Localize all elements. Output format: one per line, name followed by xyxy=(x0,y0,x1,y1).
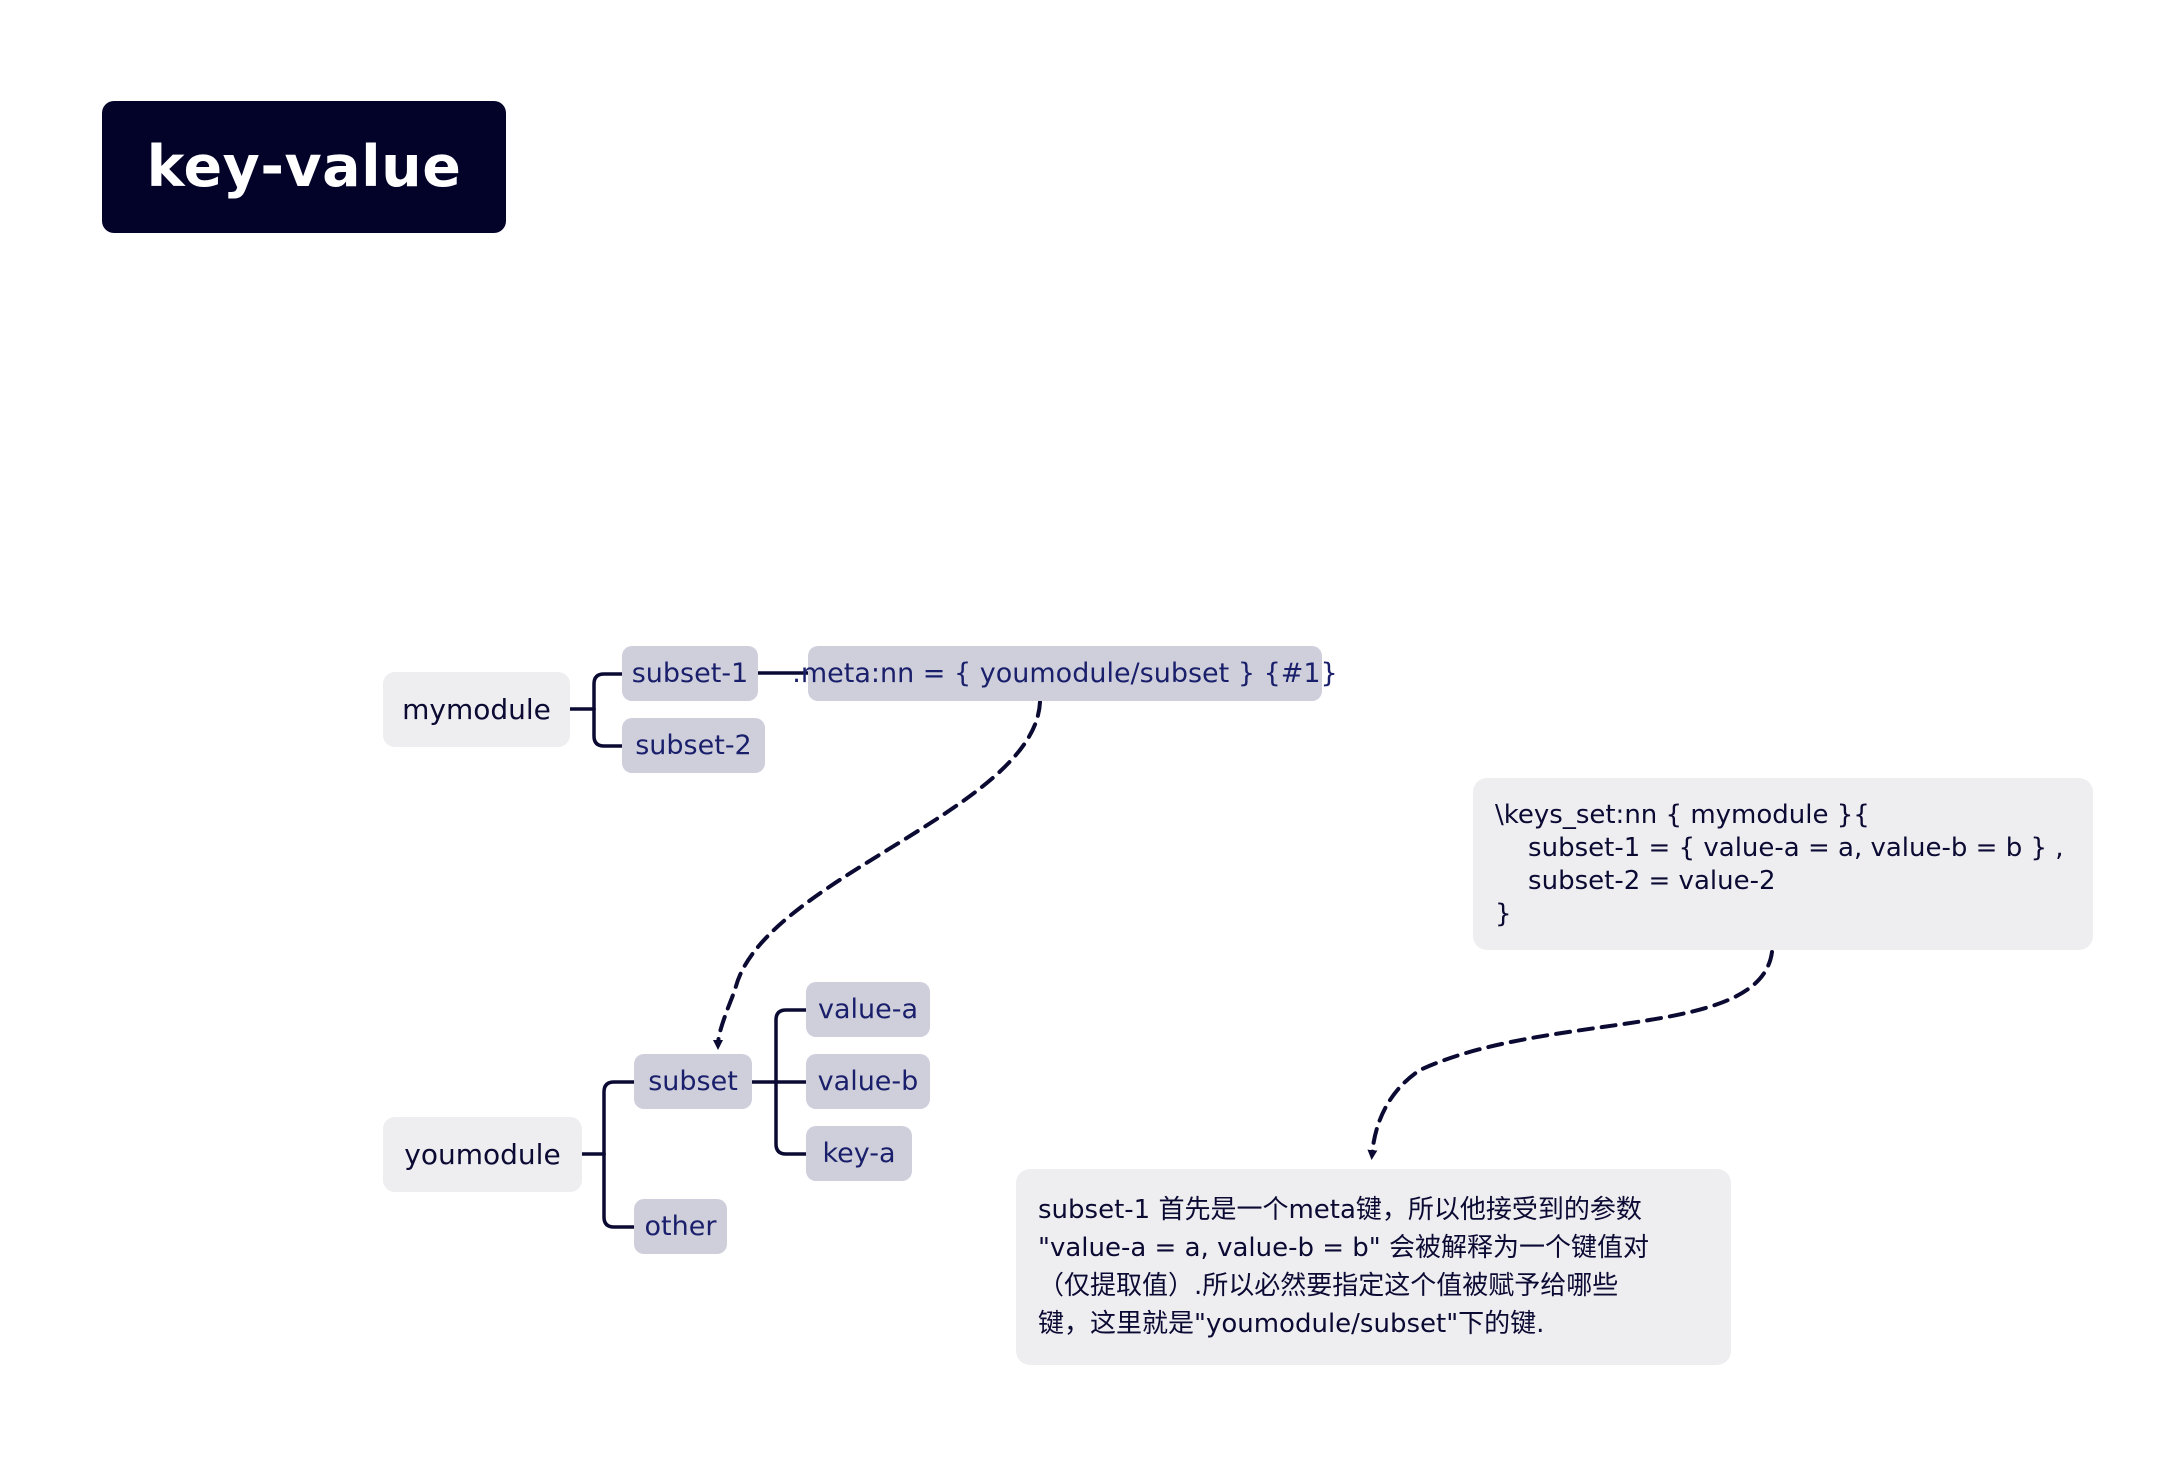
node-youmodule-label: youmodule xyxy=(404,1138,561,1171)
connector-subset-key-a xyxy=(774,1080,808,1156)
node-youmodule[interactable]: youmodule xyxy=(383,1117,582,1192)
node-value-a[interactable]: value-a xyxy=(806,982,930,1037)
connector-subset-value-a xyxy=(774,1008,808,1084)
relationship-code-to-explain xyxy=(1367,950,1774,1160)
node-subset[interactable]: subset xyxy=(634,1054,752,1109)
code-note-line: subset-2 = value-2 xyxy=(1495,866,1776,896)
node-subset-2-label: subset-2 xyxy=(635,730,752,761)
code-note-line: \keys_set:nn { mymodule }{ xyxy=(1495,800,1870,830)
node-key-a-label: key-a xyxy=(822,1138,896,1169)
explain-note-line: "value-a = a, value-b = b" 会被解释为一个键值对 xyxy=(1038,1233,1650,1263)
connector-youmodule-other xyxy=(602,1152,636,1229)
node-subset-label: subset xyxy=(648,1066,738,1097)
code-note[interactable]: \keys_set:nn { mymodule }{ subset-1 = { … xyxy=(1473,778,2093,950)
node-value-b[interactable]: value-b xyxy=(806,1054,930,1109)
node-meta[interactable]: .meta:nn = { youmodule/subset } {#1} xyxy=(792,646,1338,701)
node-value-b-label: value-b xyxy=(817,1066,919,1097)
node-subset-1-label: subset-1 xyxy=(631,658,749,689)
node-subset-2[interactable]: subset-2 xyxy=(622,718,765,773)
connector-youmodule-subset xyxy=(602,1080,636,1156)
explain-note-line: 键，这里就是"youmodule/subset"下的键. xyxy=(1038,1309,1545,1339)
explain-note-line: subset-1 首先是一个meta键，所以他接受到的参数 xyxy=(1038,1195,1642,1225)
node-other[interactable]: other xyxy=(634,1199,727,1254)
explain-note[interactable]: subset-1 首先是一个meta键，所以他接受到的参数 "value-a =… xyxy=(1016,1169,1731,1365)
node-other-label: other xyxy=(644,1211,717,1242)
node-key-a[interactable]: key-a xyxy=(806,1126,912,1181)
node-mymodule-label: mymodule xyxy=(402,693,551,726)
code-note-line: subset-1 = { value-a = a, value-b = b } … xyxy=(1495,833,2064,863)
code-note-line: } xyxy=(1495,899,1512,929)
node-mymodule[interactable]: mymodule xyxy=(383,672,570,747)
node-meta-label: .meta:nn = { youmodule/subset } {#1} xyxy=(792,658,1338,689)
page-title: key-value xyxy=(102,101,506,233)
connector-mymodule-subset-1 xyxy=(592,672,624,711)
relationship-meta-to-subset xyxy=(713,700,1042,1050)
connector-mymodule-subset-2 xyxy=(592,707,624,748)
explain-note-line: （仅提取值）.所以必然要指定这个值被赋予给哪些 xyxy=(1038,1271,1619,1301)
node-subset-1[interactable]: subset-1 xyxy=(622,646,758,701)
node-value-a-label: value-a xyxy=(817,994,919,1025)
